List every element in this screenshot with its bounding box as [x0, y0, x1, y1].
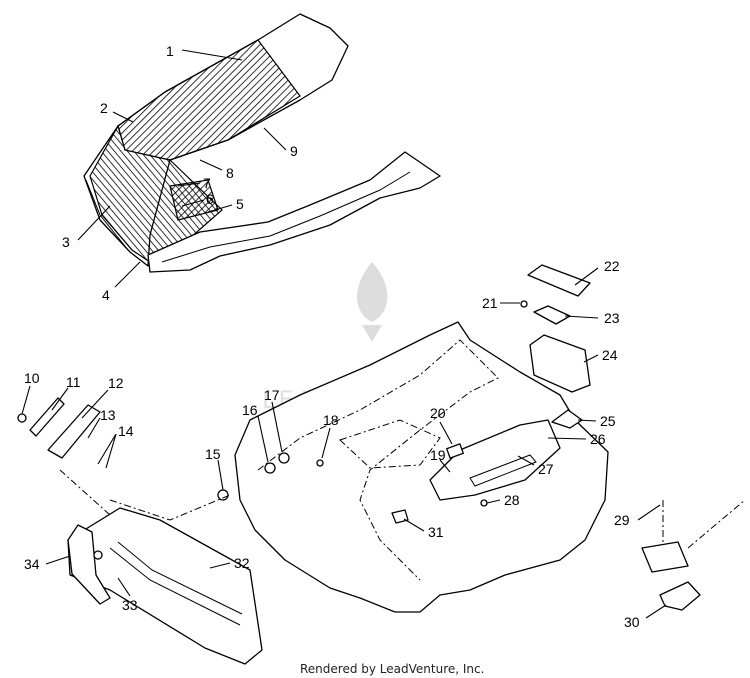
hood-grille-line: [85, 179, 129, 251]
callout-5: 5: [236, 196, 244, 212]
callout-3: 3: [62, 234, 70, 250]
switch-box-24: [529, 334, 591, 393]
credit-text: Rendered by LeadVenture, Inc.: [300, 662, 484, 676]
side-cowl-assembly: [17, 397, 263, 665]
screw-21: [520, 300, 528, 308]
callout-10: 10: [24, 370, 40, 386]
screw-33: [93, 550, 103, 560]
callout-27: 27: [538, 461, 554, 477]
callout-17: 17: [264, 387, 280, 403]
callout-31: 31: [428, 524, 444, 540]
callout-20: 20: [430, 405, 446, 421]
callout-28: 28: [504, 492, 520, 508]
panel-27-slot: [469, 454, 537, 487]
callout-13: 13: [100, 407, 116, 423]
hood-assembly: [83, 13, 441, 273]
switch-plate-23: [533, 305, 571, 325]
switch-box-assembly: [520, 264, 591, 393]
hinge-assembly: [641, 499, 746, 611]
callout-26: 26: [590, 431, 606, 447]
callout-34: 34: [24, 556, 40, 572]
callout-7: 7: [203, 175, 211, 191]
hood-lower-frame: [147, 151, 441, 273]
hinge-29: [641, 541, 689, 573]
callout-32: 32: [234, 555, 250, 571]
hood-side-hatched: [89, 124, 223, 263]
fastener-17: [278, 452, 290, 464]
fastener-18: [316, 459, 324, 467]
callout-1: 1: [166, 43, 174, 59]
callout-11: 11: [66, 374, 81, 390]
callout-24: 24: [602, 347, 618, 363]
bracket-12: [47, 404, 101, 459]
hood-frame-inner-line: [161, 171, 411, 263]
callout-30: 30: [624, 614, 640, 630]
callout-21: 21: [482, 295, 498, 311]
side-cowl-guide: [59, 469, 231, 521]
callout-2: 2: [100, 100, 108, 116]
switch-panel-22: [527, 264, 591, 297]
washer-15: [217, 489, 229, 501]
callout-22: 22: [604, 258, 620, 274]
fastener-28: [480, 499, 488, 507]
panel-27: [429, 419, 561, 501]
bolt-10: [17, 413, 27, 423]
callout-19: 19: [430, 447, 446, 463]
plug-20: [446, 443, 464, 459]
callout-23: 23: [604, 310, 620, 326]
callout-8: 8: [226, 165, 234, 181]
hood-dash-hatched: [169, 179, 219, 221]
dash-recess-outline: [339, 419, 441, 469]
callout-14: 14: [118, 423, 134, 439]
flame-logo-icon: [357, 262, 388, 342]
callout-16: 16: [242, 402, 258, 418]
callout-4: 4: [102, 287, 110, 303]
fastener-16: [264, 462, 276, 474]
leader-lines: [21, 49, 667, 619]
clip-31: [391, 509, 409, 524]
callout-labels: 1 2 3 4 5 6 7 8 9 10 11 12 13 14 15 16 1…: [24, 43, 640, 630]
dash-main-body: [234, 321, 609, 613]
callout-12: 12: [108, 375, 124, 391]
dash-inner-outline: [257, 339, 499, 581]
callout-25: 25: [600, 413, 616, 429]
callout-15: 15: [205, 446, 221, 462]
callout-29: 29: [614, 512, 630, 528]
trim-34: [67, 524, 111, 605]
strip-11: [29, 397, 65, 437]
callout-6: 6: [206, 191, 214, 207]
dash-console: [234, 321, 609, 613]
callout-18: 18: [323, 412, 339, 428]
callout-9: 9: [290, 143, 298, 159]
cowl-32-grille: [109, 541, 243, 626]
hinge-guide: [662, 499, 746, 549]
callout-33: 33: [122, 597, 138, 613]
hinge-plate-30: [659, 581, 701, 611]
